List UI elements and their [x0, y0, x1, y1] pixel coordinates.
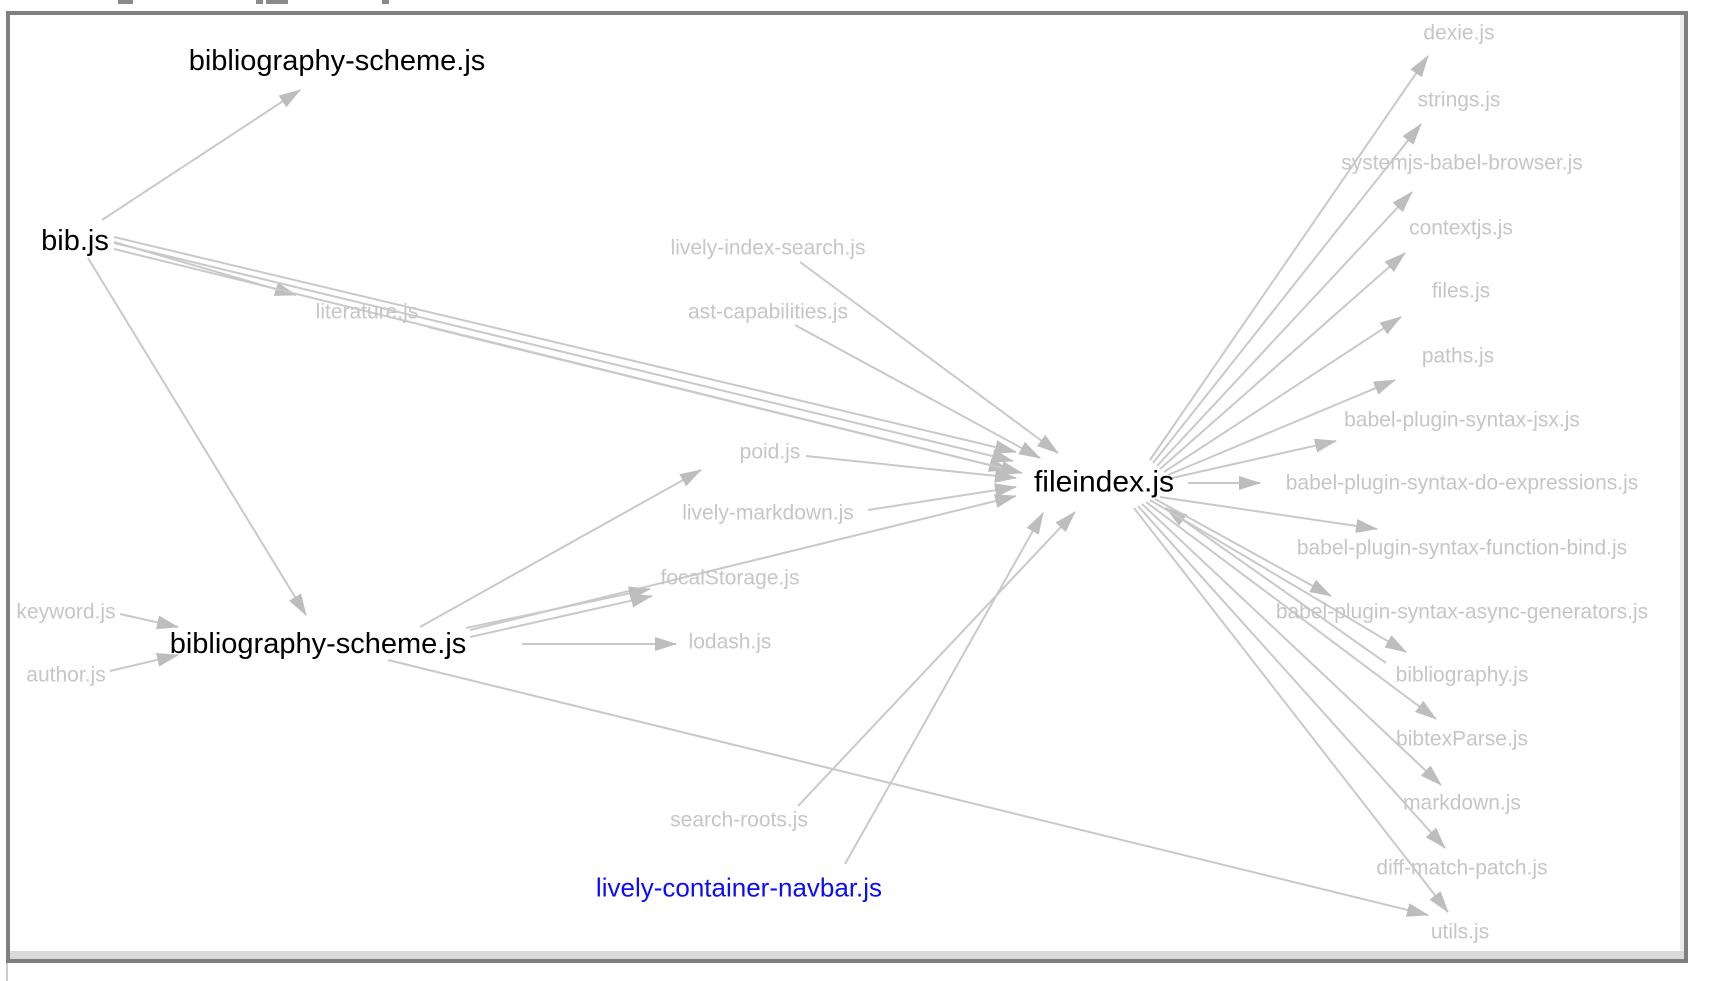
- node-utils[interactable]: utils.js: [1430, 920, 1490, 944]
- node-bibtexparse[interactable]: bibtexParse.js: [1396, 727, 1528, 751]
- toolbar-text-fragment: [382, 0, 389, 4]
- node-asyncgen[interactable]: babel-plugin-syntax-async-generators.js: [1275, 600, 1649, 624]
- node-paths[interactable]: paths.js: [1421, 344, 1495, 368]
- node-strings[interactable]: strings.js: [1417, 88, 1501, 112]
- node-lodash[interactable]: lodash.js: [688, 630, 772, 654]
- node-keyword[interactable]: keyword.js: [16, 600, 116, 624]
- horizontal-scrollbar[interactable]: [10, 951, 1684, 959]
- node-bibliography[interactable]: bibliography.js: [1395, 663, 1529, 687]
- page-edge-line: [6, 963, 8, 981]
- node-files[interactable]: files.js: [1431, 279, 1491, 303]
- node-dexie[interactable]: dexie.js: [1423, 21, 1495, 45]
- node-bib[interactable]: bib.js: [41, 225, 109, 258]
- node-doexpr[interactable]: babel-plugin-syntax-do-expressions.js: [1285, 471, 1639, 495]
- node-lively_index_search[interactable]: lively-index-search.js: [670, 236, 866, 260]
- node-funcbind[interactable]: babel-plugin-syntax-function-bind.js: [1296, 536, 1628, 560]
- node-lively_markdown[interactable]: lively-markdown.js: [682, 501, 854, 525]
- node-ast_capabilities[interactable]: ast-capabilities.js: [688, 300, 848, 324]
- vertical-scrollbar[interactable]: [1680, 15, 1684, 951]
- node-navbar[interactable]: lively-container-navbar.js: [595, 872, 883, 903]
- node-biblio_center[interactable]: bibliography-scheme.js: [169, 628, 467, 661]
- toolbar-text-fragment: [118, 0, 133, 4]
- toolbar-text-fragment: [256, 0, 263, 4]
- toolbar-text-fragment: [266, 0, 288, 4]
- node-systemjs[interactable]: systemjs-babel-browser.js: [1341, 151, 1583, 175]
- node-search_roots[interactable]: search-roots.js: [670, 808, 808, 832]
- node-diff_match_patch[interactable]: diff-match-patch.js: [1376, 856, 1548, 880]
- node-markdown[interactable]: markdown.js: [1403, 791, 1521, 815]
- node-poid[interactable]: poid.js: [739, 440, 801, 464]
- node-fileindex[interactable]: fileindex.js: [1033, 465, 1175, 499]
- node-biblio_top[interactable]: bibliography-scheme.js: [188, 45, 486, 78]
- node-author[interactable]: author.js: [26, 663, 106, 687]
- node-contextjs[interactable]: contextjs.js: [1409, 216, 1513, 240]
- node-focalstorage[interactable]: focalStorage.js: [660, 566, 800, 590]
- node-jsx[interactable]: babel-plugin-syntax-jsx.js: [1344, 408, 1580, 432]
- node-literature[interactable]: literature.js: [315, 300, 419, 324]
